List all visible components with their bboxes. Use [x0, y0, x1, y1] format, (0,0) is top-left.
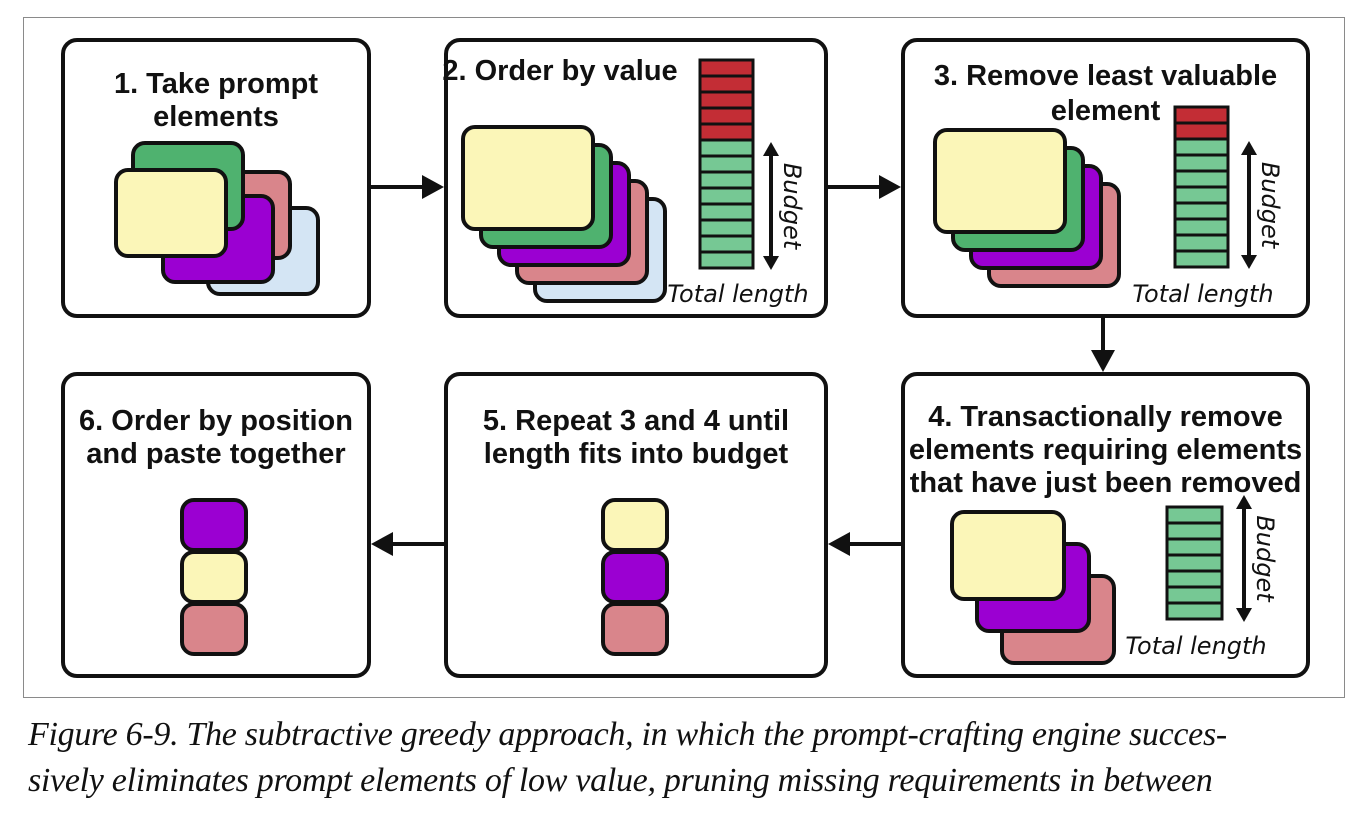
selected-element-yellow — [180, 550, 248, 604]
selected-element-purple — [180, 498, 248, 552]
budget-arrow-up-icon — [1241, 141, 1257, 155]
in-budget-segment — [698, 234, 755, 254]
budget-label: Budget — [778, 163, 806, 251]
in-budget-segment — [698, 138, 755, 158]
in-budget-segment — [1165, 569, 1224, 589]
panel-title-line: element — [1051, 95, 1161, 127]
caption-line-2: sively eliminates prompt elements of low… — [28, 762, 1213, 799]
in-budget-segment — [1173, 153, 1230, 173]
caption-line-1: Figure 6-9. The subtractive greedy appro… — [28, 716, 1227, 753]
budget-arrow-down-icon — [1241, 255, 1257, 269]
panel-title-line: 2. Order by value — [442, 55, 677, 87]
over-budget-segment — [698, 106, 755, 126]
selected-element-pink — [180, 602, 248, 656]
budget-label: Budget — [1256, 162, 1284, 250]
in-budget-segment — [698, 202, 755, 222]
in-budget-segment — [1173, 185, 1230, 205]
budget-arrow-down-icon — [763, 256, 779, 270]
selected-element-yellow — [601, 498, 669, 552]
flow-arrow-step-2-to-step-3-head-icon — [879, 175, 901, 199]
in-budget-segment — [1173, 201, 1230, 221]
in-budget-segment — [1165, 505, 1224, 525]
in-budget-segment — [698, 250, 755, 270]
total-length-label: Total length — [1132, 280, 1273, 308]
in-budget-segment — [698, 170, 755, 190]
prompt-element-card-yellow — [461, 125, 595, 231]
prompt-element-card-yellow — [114, 168, 228, 258]
over-budget-segment — [1173, 105, 1230, 125]
over-budget-segment — [698, 58, 755, 78]
in-budget-segment — [1173, 137, 1230, 157]
budget-arrow-up-icon — [1236, 495, 1252, 509]
panel-title-line: and paste together — [86, 438, 345, 470]
in-budget-segment — [1165, 521, 1224, 541]
budget-label: Budget — [1251, 515, 1279, 603]
in-budget-segment — [1165, 601, 1224, 621]
in-budget-segment — [698, 218, 755, 238]
flow-arrow-step-3-to-step-4-head-icon — [1091, 350, 1115, 372]
prompt-element-card-yellow — [933, 128, 1067, 234]
flow-arrow-step-5-to-step-6-head-icon — [371, 532, 393, 556]
in-budget-segment — [1165, 585, 1224, 605]
figure-frame — [23, 17, 1345, 698]
panel-title-line: 1. Take prompt — [114, 68, 318, 100]
panel-title-line: 5. Repeat 3 and 4 until — [483, 405, 789, 437]
in-budget-segment — [1173, 233, 1230, 253]
budget-arrow-up-icon — [763, 142, 779, 156]
over-budget-segment — [698, 122, 755, 142]
over-budget-segment — [1173, 121, 1230, 141]
panel-title-line: 3. Remove least valuable — [934, 60, 1277, 92]
panel-title-line: 4. Transactionally remove — [928, 401, 1283, 433]
in-budget-segment — [698, 186, 755, 206]
selected-element-purple — [601, 550, 669, 604]
panel-step-3: 3. Remove least valuableelementBudgetTot… — [933, 60, 1284, 308]
in-budget-segment — [1165, 537, 1224, 557]
total-length-label: Total length — [1125, 632, 1266, 660]
panel-title-line: length fits into budget — [484, 438, 789, 470]
in-budget-segment — [1173, 217, 1230, 237]
in-budget-segment — [698, 154, 755, 174]
panel-title-line: that have just been removed — [910, 467, 1302, 499]
budget-arrow-down-icon — [1236, 608, 1252, 622]
in-budget-segment — [1173, 249, 1230, 269]
over-budget-segment — [698, 74, 755, 94]
flow-arrow-step-1-to-step-2-head-icon — [422, 175, 444, 199]
in-budget-segment — [1173, 169, 1230, 189]
panel-title-line: 6. Order by position — [79, 405, 353, 437]
panel-title-line: elements — [153, 101, 279, 133]
over-budget-segment — [698, 90, 755, 110]
in-budget-segment — [1165, 553, 1224, 573]
selected-element-pink — [601, 602, 669, 656]
figure-caption: Figure 6-9. The subtractive greedy appro… — [28, 712, 1358, 804]
panel-title-line: elements requiring elements — [909, 434, 1302, 466]
prompt-element-card-yellow — [950, 510, 1066, 601]
total-length-label: Total length — [667, 280, 808, 308]
flow-arrow-step-4-to-step-5-head-icon — [828, 532, 850, 556]
